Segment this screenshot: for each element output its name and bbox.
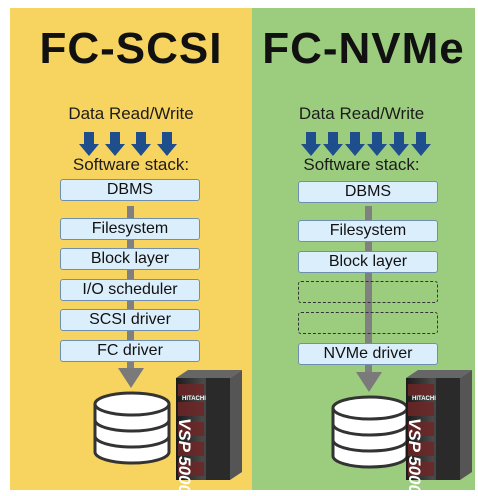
layer-removed-placeholder: [298, 312, 438, 334]
layer-block: Block layer: [298, 251, 438, 273]
server-model-label: VSP 5000: [405, 418, 424, 494]
database-icon: [331, 395, 409, 469]
software-stack-label: Software stack:: [303, 155, 420, 174]
fc-nvme-title: FC-NVMe: [262, 24, 465, 73]
layer-removed-placeholder: [298, 281, 438, 303]
layer-fc-driver: FC driver: [60, 340, 200, 362]
software-stack-label: Software stack:: [72, 155, 190, 174]
data-arrows-icon: [79, 132, 177, 156]
layer-io-scheduler: I/O scheduler: [60, 279, 200, 301]
layer-filesystem: Filesystem: [60, 218, 200, 240]
server-model-label: VSP 5000: [175, 418, 194, 494]
hitachi-logo-text: HITACHI: [182, 396, 206, 402]
vsp-5000-server-icon: [406, 370, 472, 480]
hitachi-logo-text: HITACHI: [412, 396, 436, 402]
data-arrows-icon: [301, 132, 431, 156]
layer-dbms: DBMS: [60, 179, 200, 201]
fc-scsi-title: FC-SCSI: [39, 24, 223, 73]
vsp-5000-server-icon: [176, 370, 242, 480]
down-arrow-icon: [356, 372, 382, 392]
database-icon: [93, 391, 171, 465]
layer-dbms: DBMS: [298, 181, 438, 203]
layer-scsi-driver: SCSI driver: [60, 309, 200, 331]
data-read-write-label: Data Read/Write: [68, 104, 194, 123]
data-read-write-label: Data Read/Write: [298, 104, 425, 123]
down-arrow-icon: [118, 368, 144, 388]
stack-connector-line: [365, 206, 372, 372]
layer-filesystem: Filesystem: [298, 220, 438, 242]
fc-nvme-panel: FC-NVMe Data Read/Write Software stack: …: [252, 8, 475, 494]
layer-block: Block layer: [60, 248, 200, 270]
layer-nvme-driver: NVMe driver: [298, 343, 438, 365]
fc-scsi-panel: FC-SCSI Data Read/Write Software stack: …: [10, 8, 252, 494]
